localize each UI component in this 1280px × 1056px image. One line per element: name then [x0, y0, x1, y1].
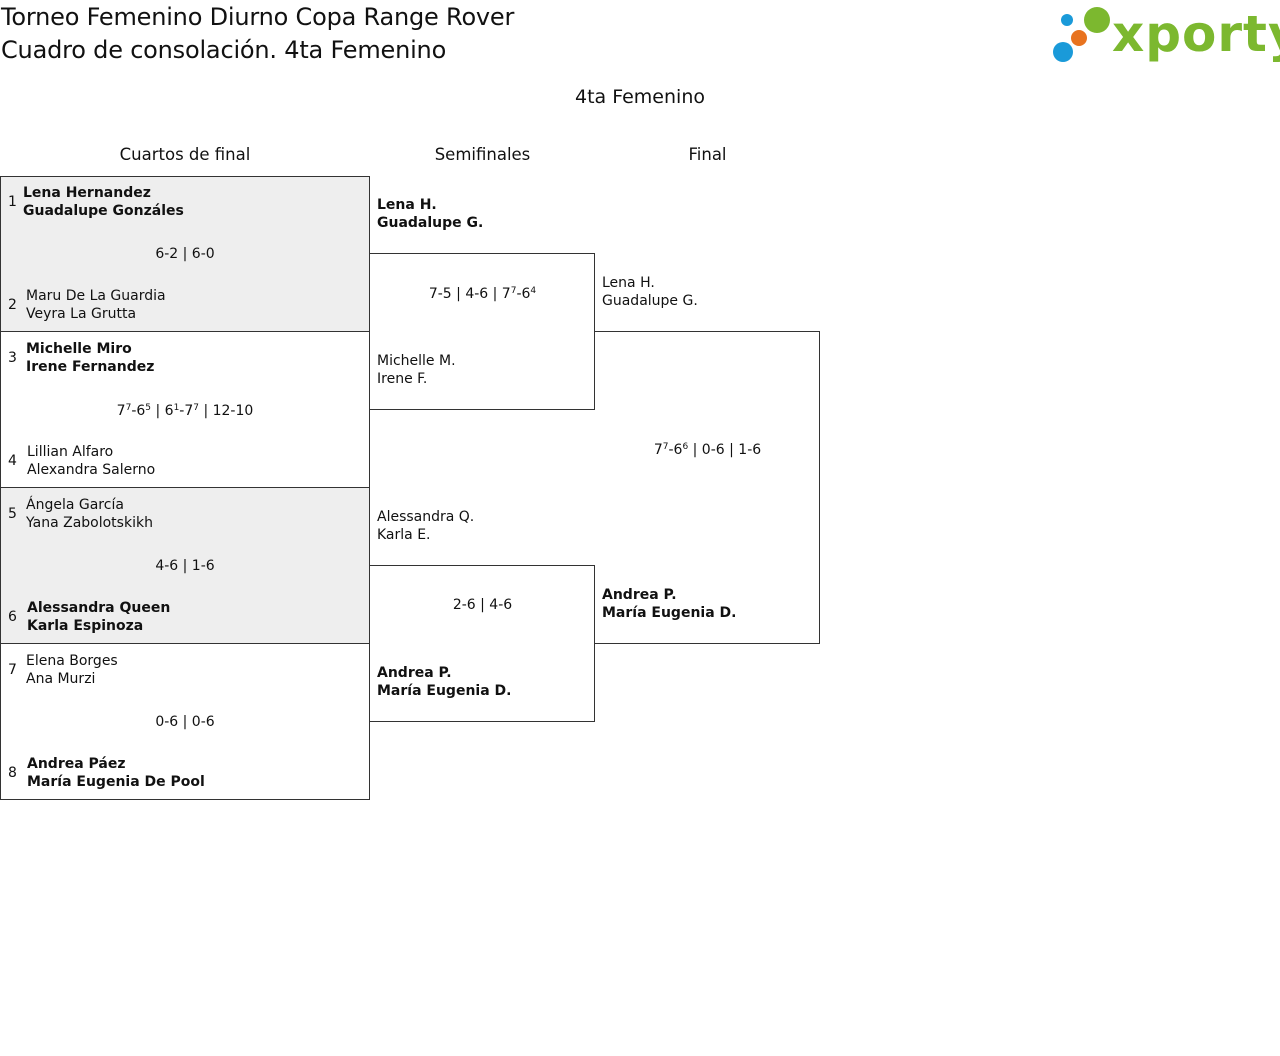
score-text: -6	[516, 286, 531, 302]
score-text: 7	[653, 442, 663, 458]
player-name: Elena Borges	[26, 653, 118, 669]
score-text: | 12-10	[199, 403, 254, 419]
player-name: Veyra La Grutta	[26, 306, 137, 322]
player-name: Lena H.	[602, 275, 655, 291]
sf1-score: 7-5 | 4-6 | 77-64	[370, 285, 595, 303]
logo-wordmark: xporty	[1112, 5, 1280, 63]
player-name: Maru De La Guardia	[26, 288, 166, 304]
player-name: Alessandra Q.	[377, 509, 475, 525]
logo-dots-icon	[1053, 7, 1110, 62]
draw-subtitle: Cuadro de consolación. 4ta Femenino	[1, 36, 447, 64]
score-text: 6-2 | 6-0	[155, 246, 215, 262]
qf1-bottom-team: Maru De La Guardia Veyra La Grutta	[26, 287, 166, 323]
tiebreak-score: 7	[193, 403, 199, 413]
score-text: -6	[668, 442, 683, 458]
qf2-top-team: Michelle Miro Irene Fernandez	[26, 340, 154, 376]
qf3-top-team: Ángela García Yana Zabolotskikh	[26, 496, 153, 532]
round-header-semifinals: Semifinales	[434, 145, 531, 164]
sf2-bottom-team: Andrea P. María Eugenia D.	[377, 664, 511, 700]
score-text: 7-5 | 4-6 | 7	[428, 286, 511, 302]
final-top-team: Lena H. Guadalupe G.	[602, 274, 698, 310]
qf1-top-team: Lena Hernandez Guadalupe Gonzáles	[23, 184, 184, 220]
player-name: Guadalupe G.	[602, 293, 698, 309]
sf1-bottom-team: Michelle M. Irene F.	[377, 352, 456, 388]
qf2-bottom-team: Lillian Alfaro Alexandra Salerno	[27, 443, 155, 479]
player-name: Ana Murzi	[26, 671, 96, 687]
player-name: Yana Zabolotskikh	[26, 515, 153, 531]
seed-number: 1	[8, 194, 17, 210]
final-bottom-team: Andrea P. María Eugenia D.	[602, 586, 736, 622]
player-name: Ángela García	[26, 497, 124, 513]
seed-number: 3	[8, 350, 17, 366]
score-text: 7	[116, 403, 126, 419]
player-name: Andrea P.	[602, 587, 677, 603]
player-name: Karla Espinoza	[27, 618, 144, 634]
qf-match-1	[0, 176, 370, 332]
tiebreak-score: 7	[125, 403, 132, 413]
xporty-logo: xporty	[1050, 4, 1280, 68]
category-title: 4ta Femenino	[575, 86, 705, 108]
sf2-score: 2-6 | 4-6	[370, 596, 595, 614]
player-name: Alexandra Salerno	[27, 462, 156, 478]
seed-number: 5	[8, 506, 17, 522]
qf1-score: 6-2 | 6-0	[0, 245, 370, 263]
player-name: María Eugenia De Pool	[27, 774, 205, 790]
qf4-score: 0-6 | 0-6	[0, 713, 370, 731]
score-text: -7	[179, 403, 194, 419]
score-text: 0-6 | 0-6	[155, 714, 215, 730]
player-name: María Eugenia D.	[377, 683, 512, 699]
player-name: Andrea P.	[377, 665, 452, 681]
tiebreak-score: 7	[510, 286, 517, 296]
player-name: Alessandra Queen	[27, 600, 171, 616]
round-header-quarterfinals: Cuartos de final	[119, 145, 251, 164]
player-name: María Eugenia D.	[602, 605, 737, 621]
score-text: | 6	[151, 403, 174, 419]
player-name: Irene F.	[377, 371, 428, 387]
score-text: 2-6 | 4-6	[452, 597, 513, 613]
player-name: Lena Hernandez	[23, 185, 151, 201]
seed-number: 6	[8, 609, 17, 625]
tiebreak-score: 7	[662, 442, 669, 452]
qf2-score: 77-65 | 61-77 | 12-10	[0, 402, 370, 420]
player-name: Lillian Alfaro	[27, 444, 114, 460]
seed-number: 4	[8, 453, 17, 469]
qf4-bottom-team: Andrea Páez María Eugenia De Pool	[27, 755, 205, 791]
player-name: Guadalupe Gonzáles	[23, 203, 184, 219]
player-name: Lena H.	[377, 197, 437, 213]
qf3-bottom-team: Alessandra Queen Karla Espinoza	[27, 599, 170, 635]
qf-match-3	[0, 487, 370, 644]
sf1-top-team: Lena H. Guadalupe G.	[377, 196, 483, 232]
score-text: 4-6 | 1-6	[155, 558, 215, 574]
tiebreak-score: 1	[173, 403, 180, 413]
qf4-top-team: Elena Borges Ana Murzi	[26, 652, 118, 688]
tiebreak-score: 5	[145, 403, 152, 413]
seed-number: 7	[8, 662, 17, 678]
seed-number: 8	[8, 765, 17, 781]
round-header-final: Final	[688, 145, 727, 164]
qf3-score: 4-6 | 1-6	[0, 557, 370, 575]
player-name: Karla E.	[377, 527, 431, 543]
player-name: Michelle Miro	[26, 341, 132, 357]
tournament-title: Torneo Femenino Diurno Copa Range Rover	[1, 3, 515, 31]
player-name: Andrea Páez	[27, 756, 126, 772]
player-name: Guadalupe G.	[377, 215, 484, 231]
score-text: | 0-6 | 1-6	[688, 442, 762, 458]
score-text: -6	[131, 403, 146, 419]
tiebreak-score: 4	[530, 286, 537, 296]
tiebreak-score: 6	[682, 442, 689, 452]
sf2-top-team: Alessandra Q. Karla E.	[377, 508, 474, 544]
player-name: Michelle M.	[377, 353, 456, 369]
final-score: 77-66 | 0-6 | 1-6	[595, 441, 820, 459]
final-match	[594, 331, 820, 644]
player-name: Irene Fernandez	[26, 359, 155, 375]
seed-number: 2	[8, 297, 17, 313]
